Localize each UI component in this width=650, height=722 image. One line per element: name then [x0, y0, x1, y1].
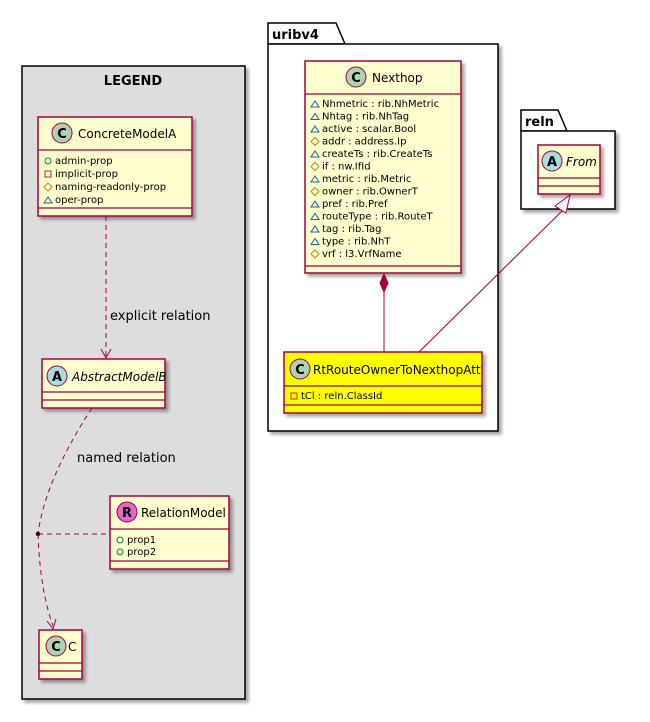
legend-title: LEGEND [104, 74, 163, 89]
explicit-relation-label: explicit relation [110, 309, 210, 324]
attribute-text: routeType : rib.RouteT [322, 212, 434, 223]
composition-edge [379, 272, 389, 352]
attribute-text: metric : rib.Metric [322, 174, 411, 185]
relation-stereotype-icon: R [122, 506, 132, 521]
explicit-relation-edge: explicit relation [100, 216, 210, 360]
package-visibility-icon [310, 112, 320, 120]
concrete-class-name: ConcreteModelA [78, 127, 177, 141]
uribv4-title: uribv4 [272, 28, 319, 43]
public-visibility-icon [116, 536, 124, 544]
class-from[interactable]: A From [537, 144, 601, 195]
c-stereotype-icon: C [51, 640, 61, 655]
attribute-text: tag : rib.Tag [322, 224, 381, 235]
attribute-text: addr : address.Ip [322, 137, 406, 148]
rt-route-class-name: RtRouteOwnerToNexthopAtt [313, 363, 481, 377]
protected-visibility-icon [43, 182, 53, 192]
attribute-text: naming-readonly-prop [55, 182, 166, 193]
attribute-text: admin-prop [55, 156, 113, 167]
attribute-text: prop2 [127, 547, 156, 558]
public-visibility-icon [44, 157, 52, 165]
class-abstract-model-b[interactable]: A AbstractModelB [41, 358, 167, 409]
from-class-name: From [566, 155, 597, 169]
nexthop-stereotype-icon: C [351, 71, 361, 86]
attribute-text: prop1 [127, 535, 156, 546]
attribute-text: if : nw.IfId [322, 162, 371, 173]
public-visibility-icon [116, 548, 124, 556]
attribute-text: implicit-prop [55, 169, 118, 180]
relation-model-name: RelationModel [141, 506, 226, 520]
attribute-text: type : rib.NhT [322, 237, 391, 248]
rt-route-attribute-list: tCl : reln.ClassId [290, 391, 382, 402]
class-c[interactable]: C C [38, 629, 83, 680]
package-visibility-icon [310, 150, 320, 158]
private-visibility-icon [290, 392, 298, 400]
attribute-text: owner : rib.OwnerT [322, 187, 419, 198]
concrete-stereotype-icon: C [57, 127, 67, 142]
inheritance-edge [418, 193, 571, 353]
rt-route-stereotype-icon: C [295, 363, 305, 378]
package-visibility-icon [310, 237, 320, 245]
attribute-text: active : scalar.Bool [322, 124, 416, 135]
attribute-text: tCl : reln.ClassId [301, 391, 382, 402]
package-visibility-icon [310, 200, 320, 208]
package-visibility-icon [310, 225, 320, 233]
concrete-attribute-list: admin-prop implicit-prop naming-readonly-p… [43, 156, 166, 206]
named-relation-label: named relation [77, 451, 176, 466]
reln-title: reln [525, 115, 554, 130]
protected-visibility-icon [310, 186, 320, 197]
attribute-text: oper-prop [55, 195, 103, 206]
package-visibility-icon [43, 196, 53, 204]
attribute-text: Nhtag : rib.NhTag [322, 112, 409, 123]
package-visibility-icon [310, 175, 320, 183]
abstract-class-name: AbstractModelB [71, 370, 167, 384]
class-rt-route-owner-to-nexthop-att[interactable]: C RtRouteOwnerToNexthopAtt tCl : reln.Cl… [283, 351, 483, 414]
class-concrete-model-a[interactable]: C ConcreteModelA admin-prop implicit-prop… [37, 116, 193, 217]
package-visibility-icon [310, 100, 320, 108]
c-class-name: C [68, 640, 76, 654]
named-relation-edge: named relation [35, 407, 176, 631]
attribute-text: vrf : l3.VrfName [322, 249, 402, 260]
inheritance-arrow-icon [554, 193, 571, 214]
package-visibility-icon [310, 212, 320, 220]
nexthop-class-name: Nexthop [372, 71, 423, 85]
protected-visibility-icon [310, 161, 320, 172]
package-visibility-icon [310, 125, 320, 133]
attribute-text: pref : rib.Pref [322, 199, 388, 210]
protected-visibility-icon [310, 249, 320, 259]
attribute-text: createTs : rib.CreateTs [322, 149, 432, 160]
private-visibility-icon [44, 170, 52, 178]
from-stereotype-icon: A [547, 155, 557, 170]
attribute-text: Nhmetric : rib.NhMetric [322, 99, 439, 110]
composition-diamond-icon [379, 272, 389, 294]
abstract-stereotype-icon: A [52, 370, 62, 385]
protected-visibility-icon [310, 136, 320, 147]
